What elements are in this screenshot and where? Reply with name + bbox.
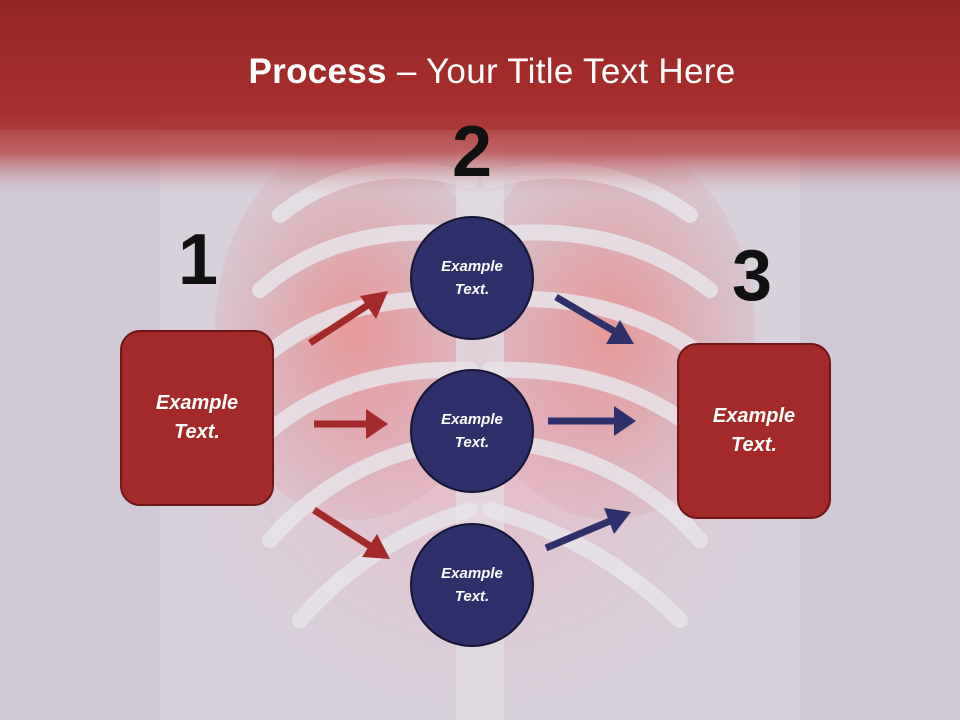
- step-number-1: 1: [177, 220, 219, 300]
- right-box: Example Text.: [677, 343, 831, 519]
- circle-middle-label: Example Text.: [441, 411, 503, 451]
- step-number-2: 2: [451, 112, 493, 192]
- left-box: Example Text.: [120, 330, 274, 506]
- circle-top: Example Text.: [410, 216, 534, 340]
- right-box-label: Example Text.: [712, 405, 796, 456]
- arrow-left-to-top: [308, 291, 388, 346]
- circle-bottom: Example Text.: [410, 523, 534, 647]
- step-number-3: 3: [731, 236, 773, 316]
- arrow-left-to-middle: [314, 409, 388, 439]
- slide-title: Process – Your Title Text Here: [0, 52, 960, 92]
- arrow-middle-to-right: [548, 406, 636, 436]
- title-rest: – Your Title Text Here: [386, 52, 736, 91]
- circle-middle: Example Text.: [410, 369, 534, 493]
- arrow-top-to-right: [554, 293, 634, 344]
- arrow-left-to-bottom: [312, 507, 390, 559]
- circle-bottom-label: Example Text.: [441, 565, 503, 605]
- left-box-label: Example Text.: [155, 392, 239, 443]
- title-bold: Process: [248, 52, 387, 91]
- arrow-bottom-to-right: [544, 508, 631, 552]
- circle-top-label: Example Text.: [441, 258, 503, 298]
